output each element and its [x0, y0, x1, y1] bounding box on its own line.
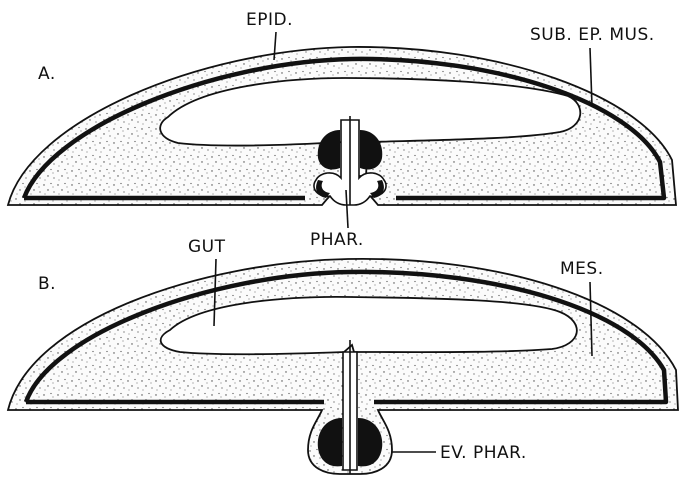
panel-b: B. GUT MES. EV. PHAR.	[8, 237, 678, 474]
panel-a-letter: A.	[38, 64, 56, 84]
label-subepidermal-muscle: SUB. EP. MUS.	[530, 25, 655, 45]
panel-a: A. EPID. SUB. EP. MUS. PHAR.	[8, 10, 676, 250]
label-pharynx: PHAR.	[310, 230, 364, 250]
label-epidermis: EPID.	[246, 10, 293, 30]
label-mesenchyme: MES.	[560, 259, 604, 279]
label-gut: GUT	[188, 237, 226, 257]
panel-b-letter: B.	[38, 274, 56, 294]
label-everted-pharynx: EV. PHAR.	[440, 443, 527, 463]
